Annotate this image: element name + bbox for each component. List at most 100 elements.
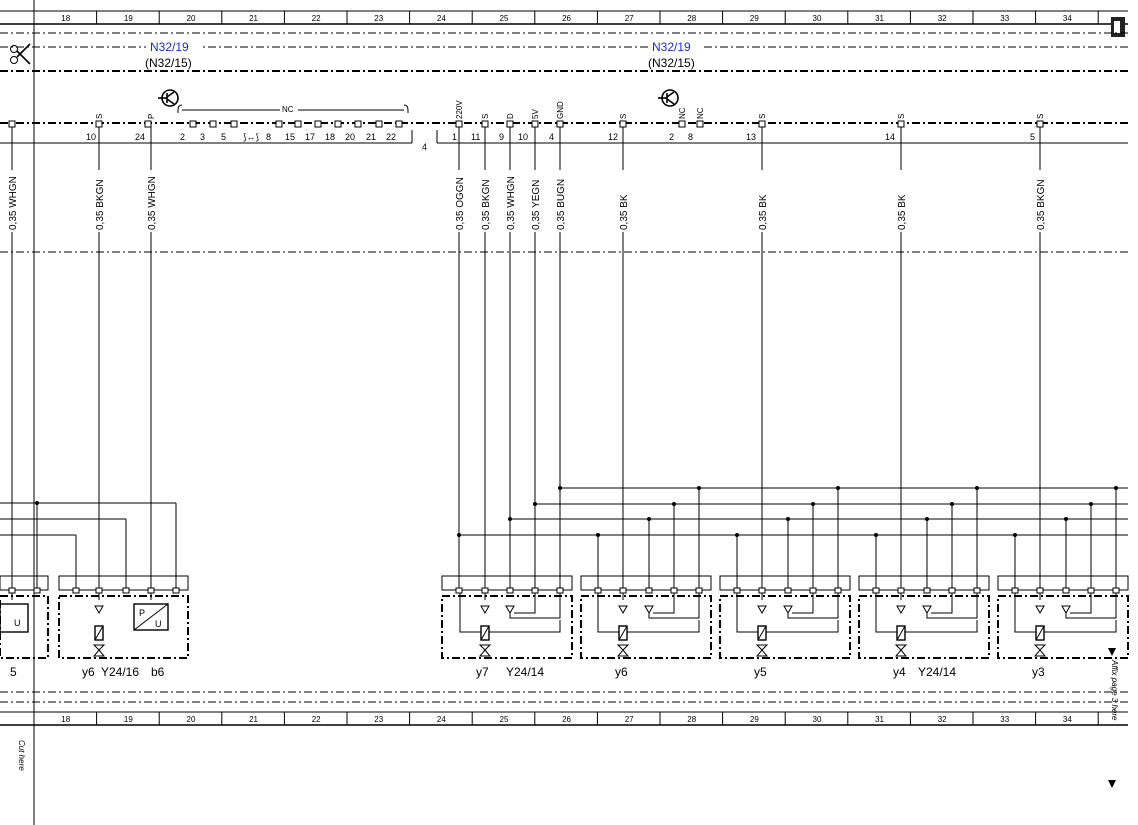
pin-marker — [897, 120, 905, 128]
wire-label-bg — [145, 170, 157, 232]
pin-tag: S — [95, 114, 104, 119]
internal-wire — [926, 593, 978, 619]
ruler-number: 27 — [625, 715, 634, 724]
pin-marker — [1112, 587, 1120, 594]
ruler-number: 28 — [687, 715, 696, 724]
pin-number: 8 — [688, 132, 693, 142]
ruler-number: 27 — [625, 14, 634, 23]
cut-here-note: Cut here — [17, 740, 26, 771]
pin-marker — [209, 120, 217, 128]
component-outline — [580, 595, 712, 659]
pin-number: 5 — [1030, 132, 1035, 142]
component-y4-label: y4 — [893, 665, 906, 679]
internal-wire — [905, 620, 978, 633]
pin-number: 3 — [200, 132, 205, 142]
component-y24-14-label: Y24/14 — [506, 665, 544, 679]
pin-marker — [354, 120, 362, 128]
ruler-number: 25 — [500, 715, 509, 724]
wire-label-bg — [6, 170, 18, 232]
scissors-icon — [10, 43, 31, 65]
pin-number: 20 — [345, 132, 355, 142]
diode-icon — [480, 605, 490, 615]
wire-label: 0,35 WHGN — [8, 176, 19, 230]
pin-marker — [506, 587, 514, 594]
pin-marker — [733, 587, 741, 594]
valve-coil-line — [1035, 625, 1045, 641]
valve-coil — [896, 625, 906, 641]
nc-label: NC — [282, 105, 294, 114]
internal-wire — [736, 593, 758, 633]
component-b6-label: b6 — [151, 665, 165, 679]
ruler-number: 20 — [187, 715, 196, 724]
pin-number: 9 — [499, 132, 504, 142]
internal-wire — [514, 593, 536, 614]
pin-marker — [455, 120, 463, 128]
internal-wire — [653, 593, 675, 614]
diode-icon — [783, 605, 793, 615]
valve-icon — [478, 649, 492, 657]
pin-marker — [314, 120, 322, 128]
ruler-number: 23 — [374, 715, 383, 724]
diode-icon — [922, 605, 932, 615]
pin-marker — [172, 587, 180, 594]
connector-alt-left: (N32/15) — [145, 56, 192, 70]
diode-icon — [896, 605, 906, 615]
pin-marker — [1036, 120, 1044, 128]
internal-wire — [597, 593, 619, 633]
wire-label-bg — [93, 170, 105, 232]
pin-tag: S — [758, 114, 767, 119]
internal-wire — [1065, 593, 1117, 619]
valve-coil — [1035, 625, 1045, 641]
pin-tag: S — [619, 114, 628, 119]
diode-icon — [505, 605, 515, 615]
component-y5-label: y5 — [754, 665, 767, 679]
pin-marker — [189, 120, 197, 128]
ruler-number: 21 — [249, 14, 258, 23]
pin-marker — [556, 120, 564, 128]
wire-label: 0,35 BKGN — [1036, 179, 1047, 230]
ruler-number: 18 — [61, 14, 70, 23]
transistor-icon — [158, 89, 179, 107]
pin-marker — [834, 587, 842, 594]
pin-number: 21 — [366, 132, 376, 142]
internal-wire — [1070, 593, 1092, 614]
pin-marker — [619, 587, 627, 594]
valve-icon — [755, 649, 769, 657]
pin-marker — [556, 587, 564, 594]
pin-marker — [395, 120, 403, 128]
diode-icon — [618, 605, 628, 615]
ruler-number: 20 — [187, 14, 196, 23]
pin-marker — [784, 587, 792, 594]
wire-label: 0,35 WHGN — [147, 176, 158, 230]
pin-marker — [8, 120, 16, 128]
pin-marker — [72, 587, 80, 594]
component-outline — [441, 595, 573, 659]
wire-label-bg — [529, 170, 541, 232]
sensor-u: U — [155, 619, 162, 629]
ruler-number: 18 — [61, 715, 70, 724]
ruler-number: 24 — [437, 14, 446, 23]
ruler-number: 31 — [875, 14, 884, 23]
pin-marker — [758, 587, 766, 594]
pin-number: 2 — [669, 132, 674, 142]
diode-icon — [644, 605, 654, 615]
pin-marker — [1087, 587, 1095, 594]
component-outline — [997, 595, 1129, 659]
pin-number: 10 — [518, 132, 528, 142]
pin-marker — [122, 587, 130, 594]
ruler-number: 19 — [124, 14, 133, 23]
valve-icon — [616, 649, 630, 657]
pin-marker — [531, 587, 539, 594]
ruler-number: 28 — [687, 14, 696, 23]
pin-marker — [923, 587, 931, 594]
pin-marker — [1011, 587, 1019, 594]
pin-marker — [809, 587, 817, 594]
wire-label: 0,35 BK — [897, 194, 908, 230]
pin-number: 15 — [285, 132, 295, 142]
sensor-box — [0, 603, 29, 633]
pin-marker — [8, 587, 16, 594]
sensor-box — [133, 603, 169, 631]
ruler-number: 33 — [1000, 715, 1009, 724]
wire-label-bg — [617, 170, 629, 232]
